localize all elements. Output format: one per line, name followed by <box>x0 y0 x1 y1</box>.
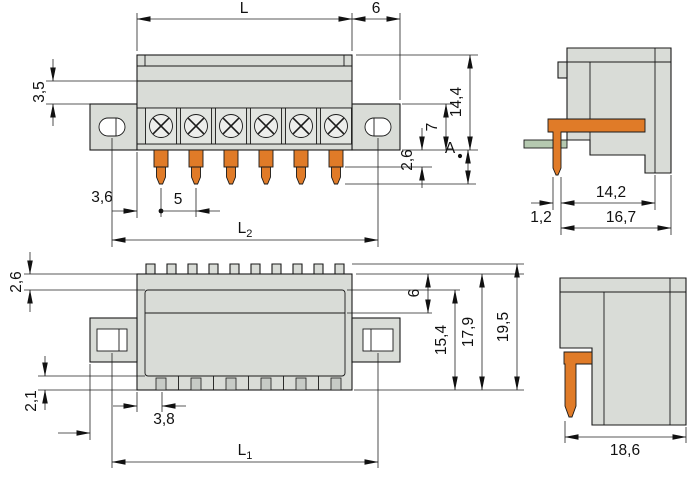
dim-label: 14,2 <box>596 184 626 201</box>
latch <box>557 61 568 79</box>
contact-screw <box>284 107 318 145</box>
dim-label: L1 <box>238 442 253 462</box>
dim-label: 15,4 <box>433 325 450 356</box>
contact-screw <box>249 107 283 145</box>
dim-offset-3-8: 3,8 <box>113 392 186 428</box>
dim-label: 18,6 <box>610 442 640 459</box>
dim-label: 6 <box>372 0 381 17</box>
solder-pin-side <box>563 351 593 418</box>
dim-label: 5 <box>174 191 183 208</box>
dim-width-6: 6 <box>351 0 401 100</box>
dim-label: A <box>445 140 456 157</box>
contact-screw <box>144 107 178 145</box>
dim-depth-16-7: 16,7 <box>560 175 672 235</box>
dim-pin-collar-2-6: 2,6 <box>345 128 432 188</box>
dim-label: 6 <box>406 289 423 298</box>
dim-length-L1: L1 <box>111 353 379 468</box>
pin-slot <box>330 377 342 391</box>
pcb-right <box>560 139 568 149</box>
housing-bottom <box>136 273 353 391</box>
dim-offset-3-6: 3,6 <box>91 152 138 218</box>
dim-height-15-4: 15,4 <box>433 289 458 391</box>
dim-pin-length-A: A <box>345 140 476 185</box>
inner-wall <box>144 289 346 377</box>
dim-flange-7: 7 <box>402 103 454 151</box>
dim-pin-1-2: 1,2 <box>530 177 562 235</box>
contact-screw <box>179 107 213 145</box>
dim-label: 7 <box>424 123 441 132</box>
dim-section-6: 6 <box>406 273 431 314</box>
contact-screw <box>214 107 248 145</box>
dim-length-L: L <box>136 0 353 51</box>
mounting-hole-right <box>364 117 392 137</box>
dim-label: 3,5 <box>31 81 48 103</box>
mounting-hole-left-bottom <box>96 328 128 352</box>
footnote-dot <box>457 153 463 159</box>
pin-slot <box>295 377 307 391</box>
mounting-hole-left <box>98 117 126 137</box>
dim-label: 2,6 <box>399 149 416 171</box>
pin-slot <box>260 377 272 391</box>
dim-label: L2 <box>238 220 253 240</box>
dim-height-14-4: 14,4 <box>356 54 478 151</box>
dim-label: 14,4 <box>448 87 465 118</box>
dim-span-L2: L2 <box>111 138 379 247</box>
dim-label: 3,6 <box>91 189 113 206</box>
dim-wall-2-1: 2,1 <box>23 356 145 412</box>
contact-screw <box>319 107 353 145</box>
pin-slot <box>225 377 237 391</box>
side-view-upper: 1,2 14,2 16,7 <box>523 47 672 235</box>
dim-pitch-5: 5 <box>158 188 220 217</box>
pcb-left <box>523 139 554 149</box>
dim-top-2-6: 2,6 <box>8 252 145 312</box>
dim-depth-14-2: 14,2 <box>560 175 656 210</box>
dim-height-3-5: 3,5 <box>31 59 137 126</box>
mounting-hole-right-bottom <box>362 328 394 352</box>
side-view-lower: 18,6 <box>559 277 687 459</box>
pin-slot <box>155 377 167 391</box>
dim-label: 3,8 <box>153 411 175 428</box>
bottom-view: 2,6 2,1 3,8 6 <box>8 252 524 468</box>
dim-label: L <box>240 0 249 17</box>
front-view: L 6 3,5 14,4 7 <box>31 0 478 247</box>
dim-height-19-5: 19,5 <box>495 263 520 391</box>
dim-flange-edge-arrow <box>58 364 91 440</box>
dim-label: 19,5 <box>495 312 512 342</box>
dim-depth-18-6: 18,6 <box>564 421 687 459</box>
dim-label: 16,7 <box>606 209 636 226</box>
dim-label: 17,9 <box>460 317 477 347</box>
housing-side-lower <box>559 277 687 426</box>
dim-label: 2,6 <box>8 271 25 293</box>
dim-label: 2,1 <box>23 390 40 412</box>
pin-slot <box>190 377 202 391</box>
housing-side <box>566 47 672 174</box>
dim-height-17-9: 17,9 <box>460 273 485 391</box>
contact-pin-side <box>547 118 646 176</box>
dim-label: 1,2 <box>530 209 552 226</box>
